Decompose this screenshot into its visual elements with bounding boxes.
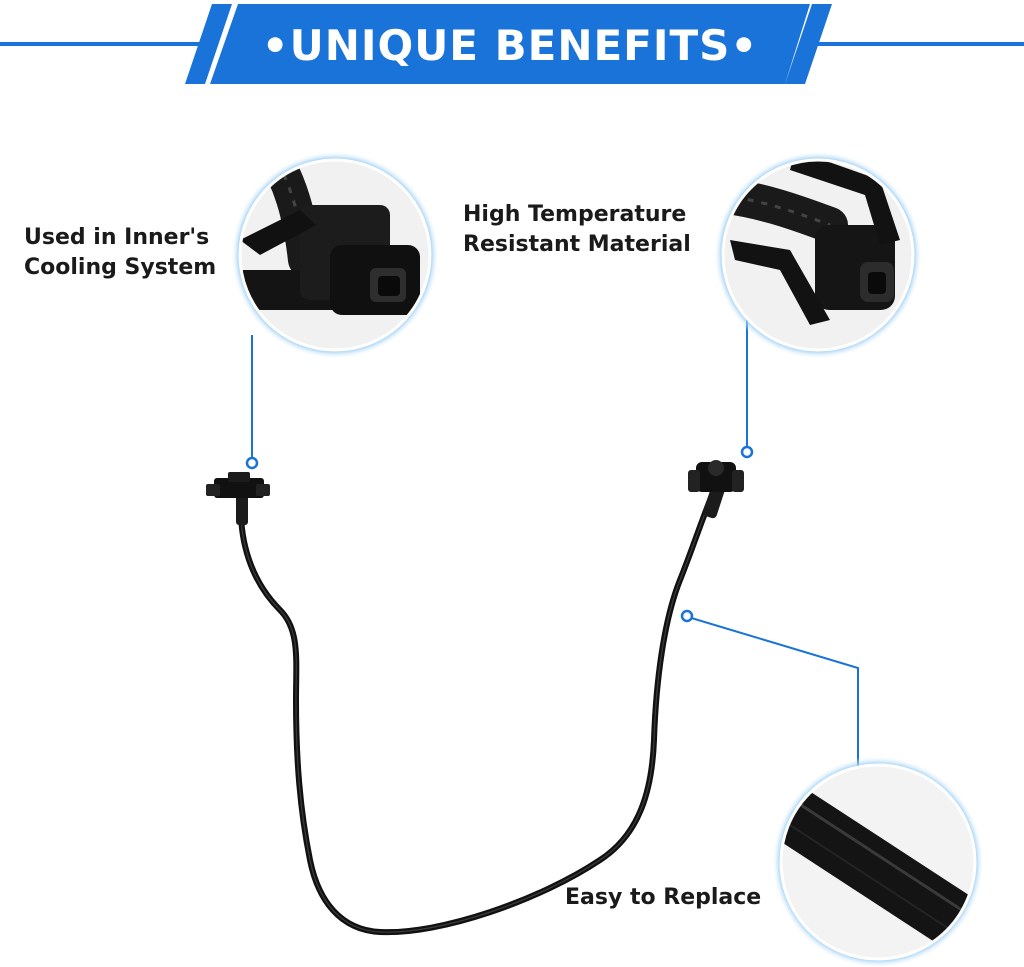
connector-closeup-right — [723, 160, 900, 325]
header-banner — [0, 4, 1024, 84]
callout-label-line: Used in Inner's — [24, 225, 210, 250]
callout-dot-bottom — [680, 609, 694, 623]
hose-connector-left — [206, 472, 270, 525]
callout-dot-right — [740, 445, 754, 459]
callout-dots — [245, 445, 754, 623]
callout-label-cooling-system: Used in Inner's Cooling System — [24, 223, 216, 283]
banner-stripe-left — [185, 4, 232, 84]
product-hose — [206, 460, 744, 936]
hose-connector-right — [688, 460, 744, 519]
callout-label-easy-to-replace: Easy to Replace — [565, 885, 762, 910]
detail-circle-left — [231, 151, 439, 359]
callout-label-line: High Temperature — [463, 202, 687, 227]
detail-circle-bottom — [772, 756, 984, 967]
detail-circle-right — [714, 151, 922, 359]
callout-label-line: Resistant Material — [463, 232, 691, 257]
connector-closeup-left — [240, 160, 420, 315]
callout-label-high-temperature: High Temperature Resistant Material — [463, 200, 691, 260]
banner-stripe-right — [785, 4, 832, 84]
banner-background — [210, 4, 810, 84]
callout-lines — [251, 310, 859, 770]
callout-dot-left — [245, 456, 259, 470]
callout-label-line: Cooling System — [24, 255, 217, 280]
callout-line-bottom — [687, 616, 859, 770]
banner-title: •UNIQUE BENEFITS• — [261, 21, 759, 70]
